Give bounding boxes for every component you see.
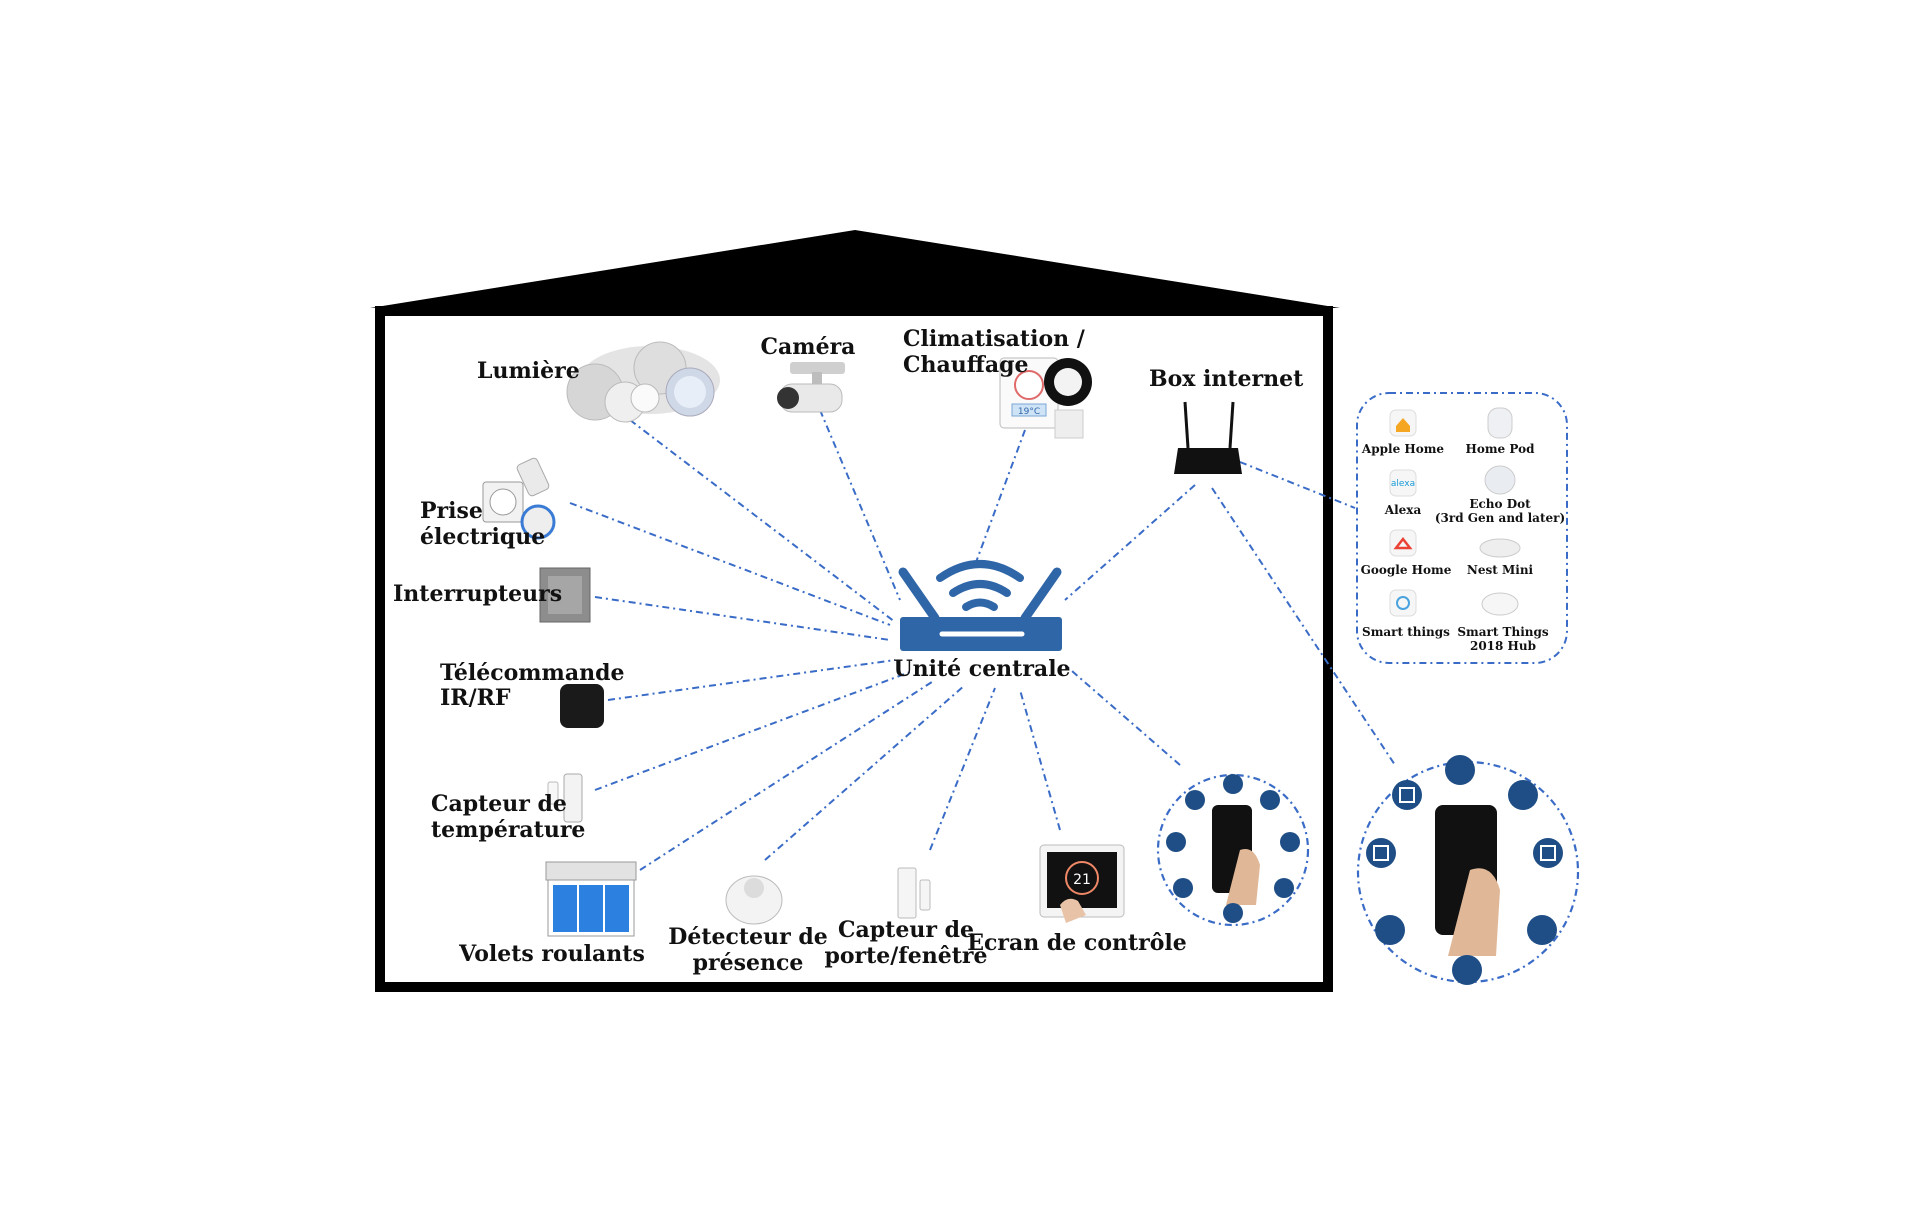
label-capteur-temp-line1: Capteur de: [431, 791, 567, 817]
label-detecteur-line2: présence: [693, 950, 804, 976]
label-echo-dot-line1: Echo Dot: [1469, 497, 1531, 511]
remote-control-icon: [560, 684, 604, 728]
camera-icon: [777, 362, 845, 413]
assistants-panel: alexa Apple Home Home Pod Alexa Echo Dot…: [1356, 392, 1568, 664]
link-ecran: [1019, 689, 1061, 831]
label-volets: Volets roulants: [458, 941, 645, 967]
nest-mini-icon: [1479, 538, 1521, 558]
phone-app-small: [1156, 773, 1310, 927]
link-camera: [819, 409, 901, 601]
label-prise-line1: Prise: [420, 498, 483, 524]
label-prise-line2: électrique: [420, 524, 545, 550]
control-screen-icon: 21: [1039, 844, 1125, 923]
label-capteur-porte-line1: Capteur de: [838, 917, 974, 943]
label-interrupteurs: Interrupteurs: [393, 581, 562, 607]
label-ecran: Ecran de contrôle: [967, 930, 1187, 956]
smart-things-hub-icon: [1481, 592, 1519, 616]
roller-shutter-icon: [545, 861, 637, 937]
label-apple-home: Apple Home: [1361, 442, 1445, 456]
link-volets: [639, 679, 936, 871]
link-capteur-temp: [594, 671, 911, 791]
echo-dot-icon: [1484, 465, 1516, 495]
link-telecommande: [607, 659, 896, 701]
temperature-sensor-icon: [547, 773, 583, 823]
internet-box-icon: [1174, 401, 1242, 474]
label-nest-mini: Nest Mini: [1467, 563, 1534, 577]
link-clim: [974, 429, 1026, 566]
label-capteur-porte-line2: porte/fenêtre: [824, 943, 987, 969]
router-icon: [898, 560, 1062, 651]
light-bulbs-icon: [566, 341, 720, 423]
phone-app-large: [1356, 755, 1580, 985]
google-home-icon: [1389, 529, 1417, 557]
label-clim-line2: Chauffage: [903, 352, 1028, 378]
thermostat-icon: 19°C: [999, 357, 1092, 439]
label-clim-line1: Climatisation /: [903, 326, 1086, 352]
link-prise: [569, 502, 891, 626]
link-assistants: [1239, 461, 1356, 509]
label-google-home: Google Home: [1361, 563, 1452, 577]
label-smart-things: Smart things: [1362, 625, 1450, 639]
label-detecteur-line1: Détecteur de: [668, 924, 827, 950]
house-roof: [370, 230, 1340, 308]
label-smart-things-hub-line2: 2018 Hub: [1470, 639, 1536, 653]
label-telecommande-line2: IR/RF: [440, 685, 511, 711]
label-box-internet: Box internet: [1149, 366, 1304, 392]
home-pod-icon: [1487, 407, 1513, 439]
label-smart-things-hub-line1: Smart Things: [1457, 625, 1549, 639]
control-screen-display: 21: [1073, 872, 1091, 888]
motion-detector-icon: [725, 875, 783, 925]
link-lumiere: [629, 419, 896, 623]
label-home-pod: Home Pod: [1466, 442, 1536, 456]
label-lumiere: Lumière: [477, 358, 580, 384]
central-unit-label: Unité centrale: [893, 656, 1070, 682]
link-box: [1064, 484, 1196, 601]
link-phone-large: [1211, 487, 1396, 766]
label-camera: Caméra: [761, 334, 856, 360]
alexa-icon: [1389, 469, 1417, 497]
label-capteur-temp-line2: température: [431, 817, 585, 843]
label-alexa: Alexa: [1384, 503, 1422, 517]
svg-text:alexa: alexa: [1391, 479, 1415, 489]
connection-links: [569, 409, 1396, 871]
thermostat-display: 19°C: [1018, 407, 1040, 417]
door-window-sensor-icon: [897, 867, 931, 919]
smart-things-icon: [1389, 589, 1417, 617]
switch-icon: [539, 567, 591, 623]
link-capteur-porte: [929, 687, 996, 851]
label-echo-dot-line2: (3rd Gen and later): [1435, 511, 1565, 525]
smart-plug-icon: [482, 457, 556, 540]
link-detecteur: [764, 684, 966, 861]
label-telecommande-line1: Télécommande: [440, 660, 624, 686]
